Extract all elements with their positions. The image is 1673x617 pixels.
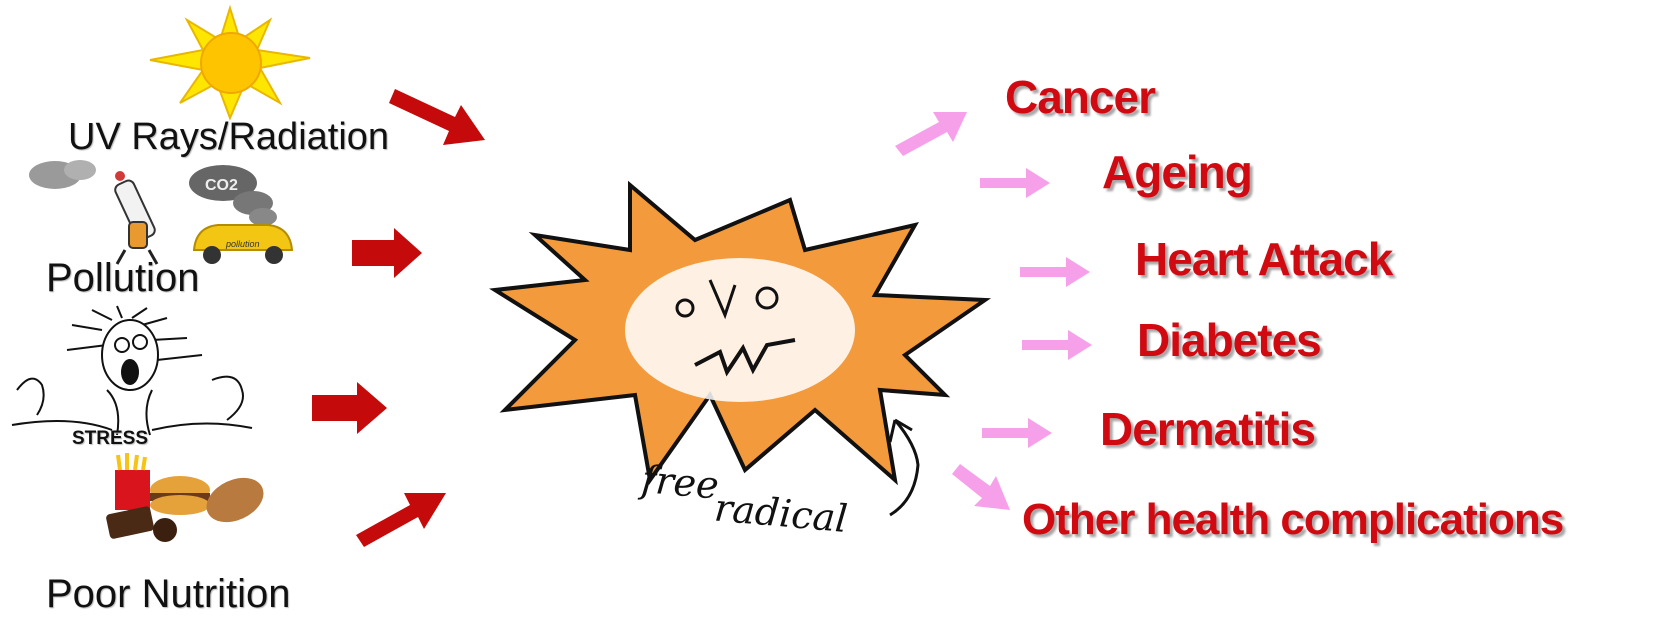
effect-other: Other health complications (1022, 495, 1563, 545)
effect-arrow-other (952, 462, 1010, 512)
effect-cancer: Cancer (1005, 70, 1155, 124)
effect-heart-attack: Heart Attack (1135, 232, 1392, 286)
stressed-cat-icon (12, 310, 252, 440)
effect-arrow-cancer (895, 108, 970, 158)
car-icon: CO2 pollution (188, 165, 298, 270)
free-radical-line2: radical (713, 486, 850, 541)
effect-arrow-dermatitis (982, 416, 1052, 450)
effect-arrow-ageing (980, 166, 1050, 200)
junk-food-icon (105, 455, 285, 545)
sun-icon (145, 8, 315, 118)
cause-label-stress: STRESS (72, 428, 148, 450)
cigarette-icon (25, 160, 175, 270)
cause-label-pollution: Pollution (46, 256, 199, 301)
effect-ageing: Ageing (1102, 145, 1252, 199)
cause-arrow-nutrition (352, 485, 447, 555)
pointer-arrow-icon (880, 410, 940, 530)
effect-dermatitis: Dermatitis (1100, 402, 1315, 456)
cause-label-nutrition: Poor Nutrition (46, 572, 291, 617)
co2-label: CO2 (205, 177, 238, 194)
free-radical-line1: free (640, 457, 721, 508)
effect-diabetes: Diabetes (1137, 313, 1321, 367)
cause-label-uv: UV Rays/Radiation (68, 116, 389, 159)
cause-arrow-pollution (352, 228, 422, 278)
effect-arrow-diabetes (1022, 328, 1092, 362)
cause-arrow-stress (312, 382, 387, 434)
car-label: pollution (225, 239, 260, 249)
cause-arrow-uv (385, 85, 485, 150)
effect-arrow-heart (1020, 255, 1090, 289)
